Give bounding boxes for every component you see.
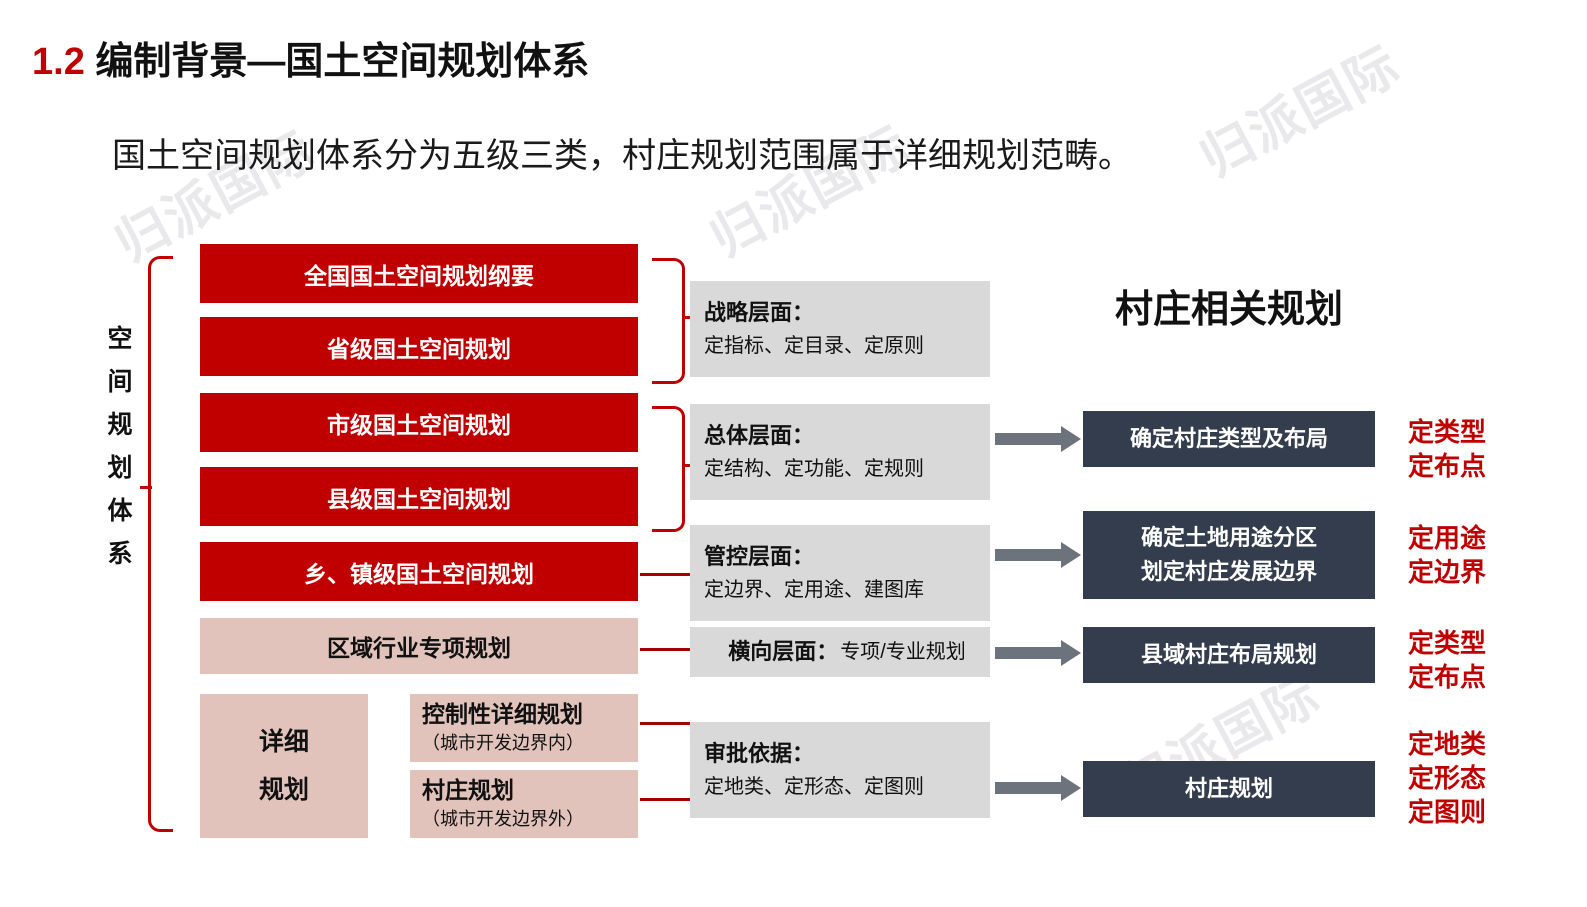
layer-box-heading: 横向层面： [728, 639, 839, 664]
level-bar-township[interactable]: 乡、镇级国土空间规划 [200, 542, 638, 601]
village-plan-card-type-layout[interactable]: 确定村庄类型及布局 [1083, 411, 1375, 467]
left-grouping-brace [148, 256, 173, 832]
layer-box-approval[interactable]: 审批依据： 定地类、定形态、定图则 [690, 722, 990, 818]
village-plan-card-line: 确定村庄类型及布局 [1129, 426, 1328, 451]
arrow-right-icon [995, 775, 1081, 801]
page-title-text: 编制背景—国土空间规划体系 [95, 41, 590, 83]
page-title: 1.2 编制背景—国土空间规划体系 [32, 30, 589, 85]
village-plan-tag: 定类型 [1408, 417, 1487, 447]
detail-planning-group-line1: 详细 [258, 728, 309, 756]
page-subtitle: 国土空间规划体系分为五级三类，村庄规划范围属于详细规划范畴。 [112, 137, 1132, 175]
village-plan-tag: 定地类 [1408, 729, 1487, 759]
arrow-right-icon [995, 542, 1081, 568]
vertical-axis-char: 规 [107, 411, 133, 439]
layer-box-body: 定指标、定目录、定原则 [704, 335, 924, 357]
connector-line-control [640, 573, 700, 576]
level-bar-provincial[interactable]: 省级国土空间规划 [200, 317, 638, 376]
village-plan-tag: 定边界 [1408, 557, 1487, 587]
arrow-right-icon [995, 640, 1081, 666]
connector-line-approval-bottom [640, 798, 700, 801]
detail-item-village[interactable]: 村庄规划 （城市开发边界外） [410, 770, 638, 838]
vertical-axis-char: 系 [107, 540, 133, 568]
vertical-axis-char: 划 [107, 454, 133, 482]
arrow-right-icon [995, 426, 1081, 452]
village-plan-tag: 定形态 [1408, 763, 1487, 793]
page-title-number: 1.2 [32, 41, 85, 83]
connector-line-approval-top [640, 722, 700, 725]
village-plan-card-land-use[interactable]: 确定土地用途分区 划定村庄发展边界 [1083, 511, 1375, 599]
layer-box-body: 专项/专业规划 [840, 641, 966, 663]
layer-box-body: 定地类、定形态、定图则 [704, 776, 924, 798]
layer-box-overall[interactable]: 总体层面： 定结构、定功能、定规则 [690, 404, 990, 500]
layer-box-strategic[interactable]: 战略层面： 定指标、定目录、定原则 [690, 281, 990, 377]
village-plan-card-county-layout[interactable]: 县域村庄布局规划 [1083, 627, 1375, 683]
village-plan-tags: 定类型 定布点 [1408, 626, 1486, 694]
left-grouping-brace-tip [140, 486, 152, 489]
layer-box-heading: 战略层面： [704, 300, 815, 325]
layer-box-body: 定边界、定用途、建图库 [704, 579, 924, 601]
level-bar-sector[interactable]: 区域行业专项规划 [200, 618, 638, 674]
connector-line-horizontal [640, 648, 700, 651]
detail-item-title: 村庄规划 [422, 777, 514, 803]
village-plan-card-line: 确定土地用途分区 [1140, 525, 1317, 550]
layer-box-body: 定结构、定功能、定规则 [704, 458, 924, 480]
detail-item-note: （城市开发边界内） [422, 733, 584, 753]
layer-box-horizontal[interactable]: 横向层面： 专项/专业规划 [690, 627, 990, 677]
layer-box-heading: 审批依据： [704, 741, 815, 766]
level-bar-county[interactable]: 县级国土空间规划 [200, 467, 638, 526]
level-bar-municipal[interactable]: 市级国土空间规划 [200, 393, 638, 452]
watermark-text: 归派国际 [1191, 35, 1411, 190]
village-plan-card-line: 划定村庄发展边界 [1140, 559, 1317, 584]
village-plan-card-line: 村庄规划 [1184, 776, 1273, 801]
right-panel-title: 村庄相关规划 [1115, 289, 1344, 331]
detail-item-regulatory[interactable]: 控制性详细规划 （城市开发边界内） [410, 694, 638, 762]
vertical-axis-label: 空 间 规 划 体 系 [100, 318, 140, 576]
village-plan-card-village-plan[interactable]: 村庄规划 [1083, 761, 1375, 817]
vertical-axis-char: 空 [107, 325, 133, 353]
vertical-axis-char: 体 [107, 497, 133, 525]
layer-box-control[interactable]: 管控层面： 定边界、定用途、建图库 [690, 525, 990, 621]
village-plan-card-line: 县域村庄布局规划 [1140, 642, 1317, 667]
connector-brace-strategic [652, 258, 685, 384]
detail-item-title: 控制性详细规划 [422, 701, 583, 727]
village-plan-tag: 定布点 [1408, 451, 1487, 481]
detail-planning-group-line2: 规划 [258, 776, 309, 804]
village-plan-tags: 定类型 定布点 [1408, 415, 1486, 483]
detail-item-note: （城市开发边界外） [422, 809, 584, 829]
village-plan-tags: 定用途 定边界 [1408, 521, 1486, 589]
detail-planning-group: 详细 规划 [200, 694, 368, 838]
village-plan-tags: 定地类 定形态 定图则 [1408, 727, 1486, 829]
layer-box-heading: 总体层面： [704, 423, 815, 448]
village-plan-tag: 定类型 [1408, 628, 1487, 658]
village-plan-tag: 定用途 [1408, 523, 1487, 553]
layer-box-heading: 管控层面： [704, 544, 815, 569]
village-plan-tag: 定图则 [1408, 797, 1487, 827]
village-plan-tag: 定布点 [1408, 662, 1487, 692]
vertical-axis-char: 间 [107, 368, 133, 396]
connector-brace-overall [652, 406, 685, 532]
level-bar-national[interactable]: 全国国土空间规划纲要 [200, 244, 638, 303]
